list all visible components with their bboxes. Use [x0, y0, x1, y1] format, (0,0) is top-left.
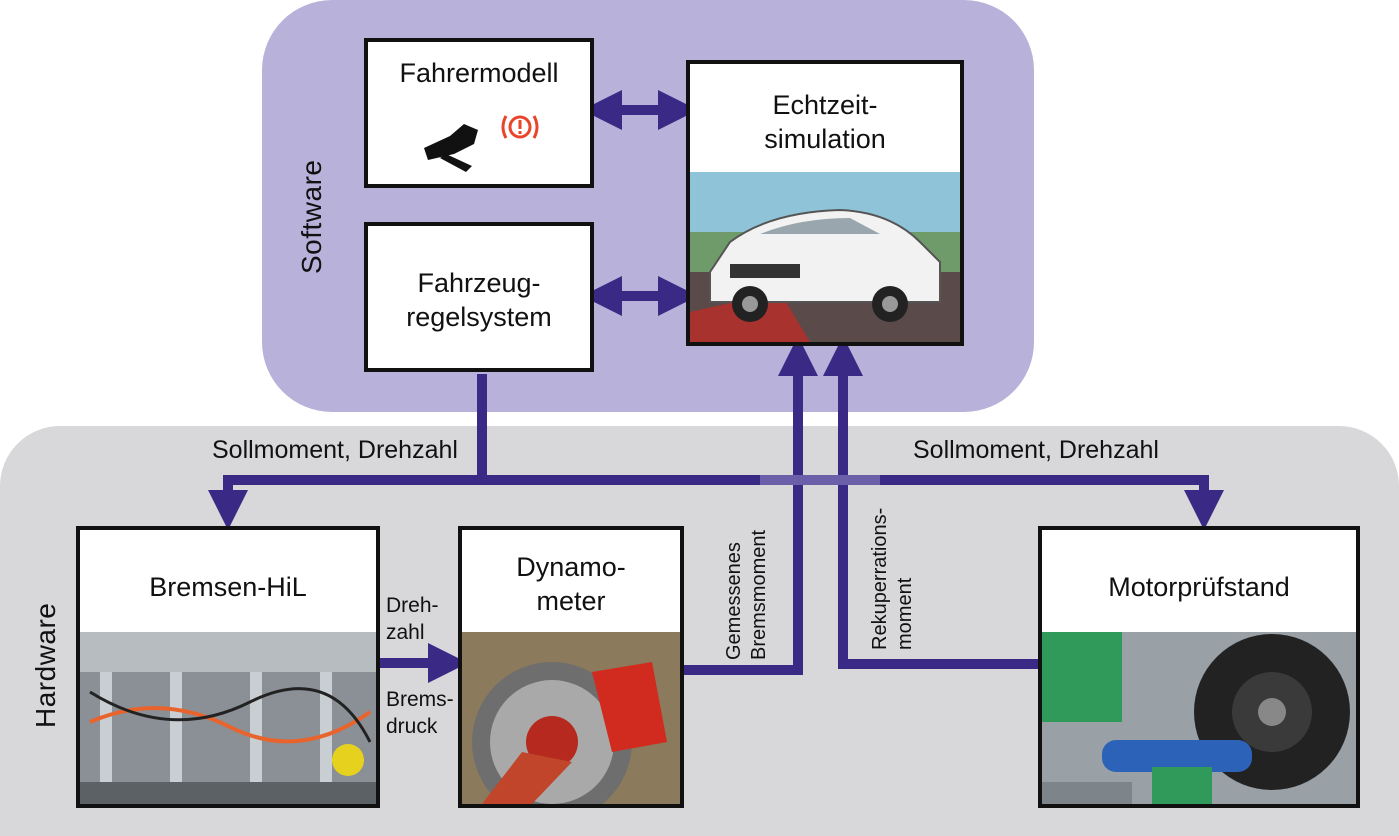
- sollmoment-right-label: Sollmoment, Drehzahl: [913, 436, 1159, 464]
- gemessenes-bremsmoment-label: Gemessenes Bremsmoment: [723, 529, 770, 660]
- brake-hil-rig-image: [80, 632, 376, 804]
- fahrermodell-box: Fahrermodell: [364, 38, 594, 188]
- echtzeitsimulation-title: Echtzeit- simulation: [764, 90, 886, 154]
- echtzeitsimulation-box: Echtzeit- simulation: [686, 60, 964, 346]
- fahrzeugregelsystem-box: Fahrzeug- regelsystem: [364, 222, 594, 372]
- brake-warning-icon: [501, 115, 539, 139]
- arrow-rekuperation: [823, 336, 1040, 669]
- foot-on-brake-pedal-icon: [424, 124, 478, 172]
- dynamometer-image: [462, 632, 680, 804]
- bremsen-hil-box: Bremsen-HiL: [76, 526, 380, 808]
- bremsen-hil-title: Bremsen-HiL: [149, 572, 307, 602]
- motorpruefstand-box: Motorprüfstand: [1038, 526, 1360, 808]
- drehzahl-label: Dreh- zahl: [386, 594, 439, 644]
- arrow-sollmoment-right: [482, 475, 1224, 530]
- arrow-gemessenes: [682, 336, 818, 675]
- fahrermodell-title: Fahrermodell: [399, 58, 559, 88]
- motorpruefstand-title: Motorprüfstand: [1108, 572, 1290, 602]
- arrow-sollmoment-left: [208, 374, 487, 530]
- car-simulation-image: [690, 172, 960, 342]
- dynamometer-title: Dynamo- meter: [516, 552, 626, 616]
- bremsdruck-label: Brems- druck: [386, 688, 454, 738]
- dynamometer-box: Dynamo- meter: [458, 526, 684, 808]
- fahrzeugregelsystem-title: Fahrzeug- regelsystem: [406, 268, 552, 332]
- sollmoment-left-label: Sollmoment, Drehzahl: [212, 436, 458, 464]
- rekuperationsmoment-label: Rekuperrations- moment: [869, 507, 916, 650]
- motor-test-bench-image: [1042, 632, 1356, 804]
